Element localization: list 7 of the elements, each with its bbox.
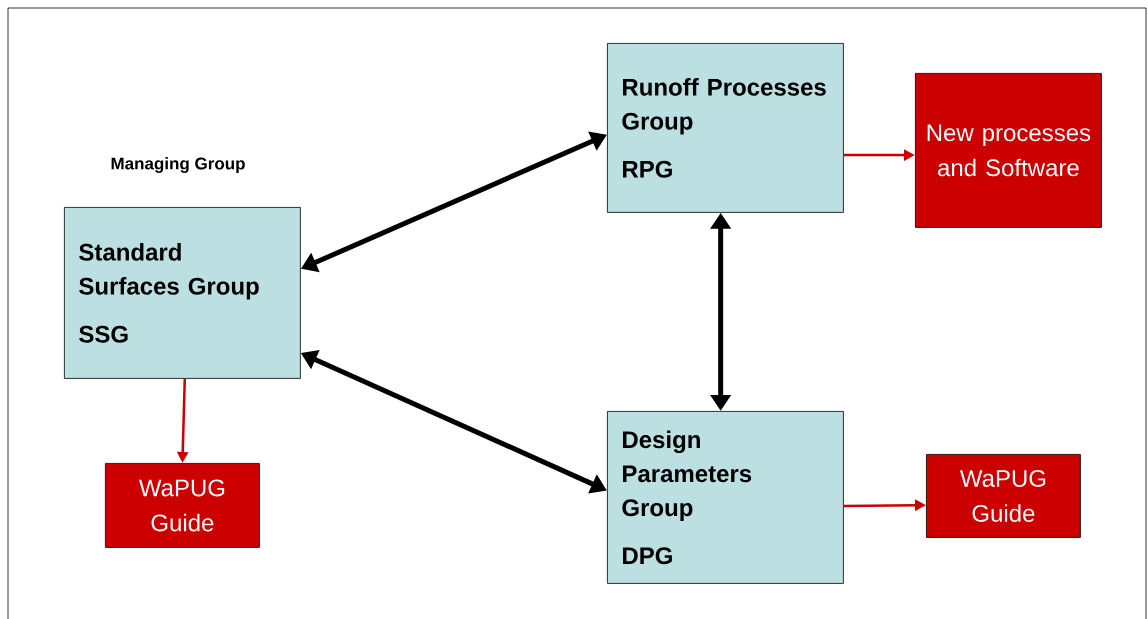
group-caption: Managing Group (111, 157, 245, 173)
output-box: New processes and Software (915, 73, 1102, 228)
group-box: Standard Surfaces Group SSG (64, 207, 301, 379)
output-box: WaPUG Guide (105, 463, 260, 548)
group-box: Design Parameters Group DPG (607, 411, 844, 584)
group-box: Runoff Processes Group RPG (607, 43, 844, 213)
output-box: WaPUG Guide (926, 454, 1081, 538)
